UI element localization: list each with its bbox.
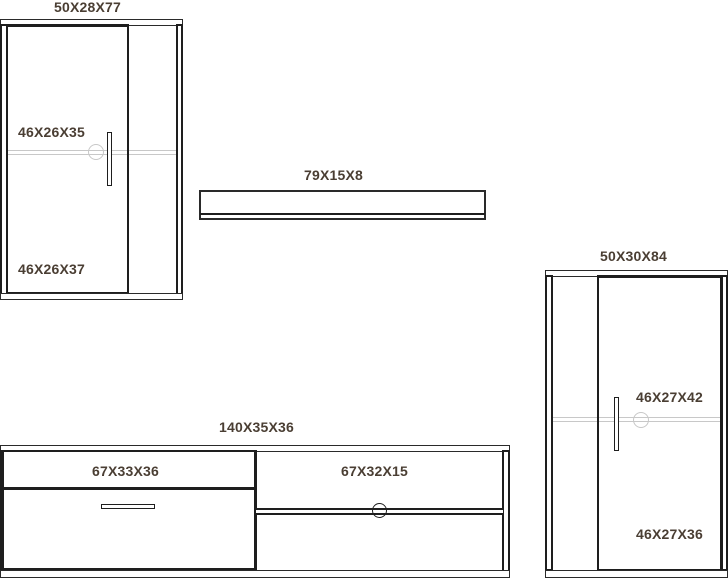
bottom-board — [0, 293, 183, 300]
left-side-panel — [545, 275, 553, 571]
shelf-body — [199, 190, 486, 220]
door-handle-icon[interactable] — [614, 397, 619, 451]
drawer-handle-icon[interactable] — [101, 504, 155, 509]
bottom-board — [545, 570, 728, 578]
compartment-label-left: 67X33X36 — [92, 463, 159, 479]
door-handle-icon[interactable] — [107, 132, 112, 186]
lower-drawer-front[interactable] — [1, 487, 256, 570]
compartment-label-lower: 46X26X37 — [18, 261, 85, 277]
shelf-knob-icon — [88, 144, 104, 160]
dimension-label-wall-shelf: 79X15X8 — [304, 167, 364, 183]
compartment-label-upper: 46X26X35 — [18, 124, 85, 140]
dimension-label-wall-cabinet: 50X28X77 — [54, 0, 121, 15]
right-side-panel — [502, 450, 510, 572]
compartment-label-lower: 46X27X36 — [636, 526, 703, 542]
bottom-board — [0, 570, 510, 578]
right-side-panel — [176, 24, 183, 296]
compartment-label-upper: 46X27X42 — [636, 389, 703, 405]
dimension-label-tv-stand: 140X35X36 — [219, 419, 294, 435]
shelf-knob-icon — [372, 503, 387, 518]
shelf-front-edge — [200, 213, 485, 215]
dimension-label-tall-cabinet: 50X30X84 — [600, 248, 667, 264]
shelf-knob-icon — [633, 412, 649, 428]
compartment-label-right: 67X32X15 — [341, 463, 408, 479]
